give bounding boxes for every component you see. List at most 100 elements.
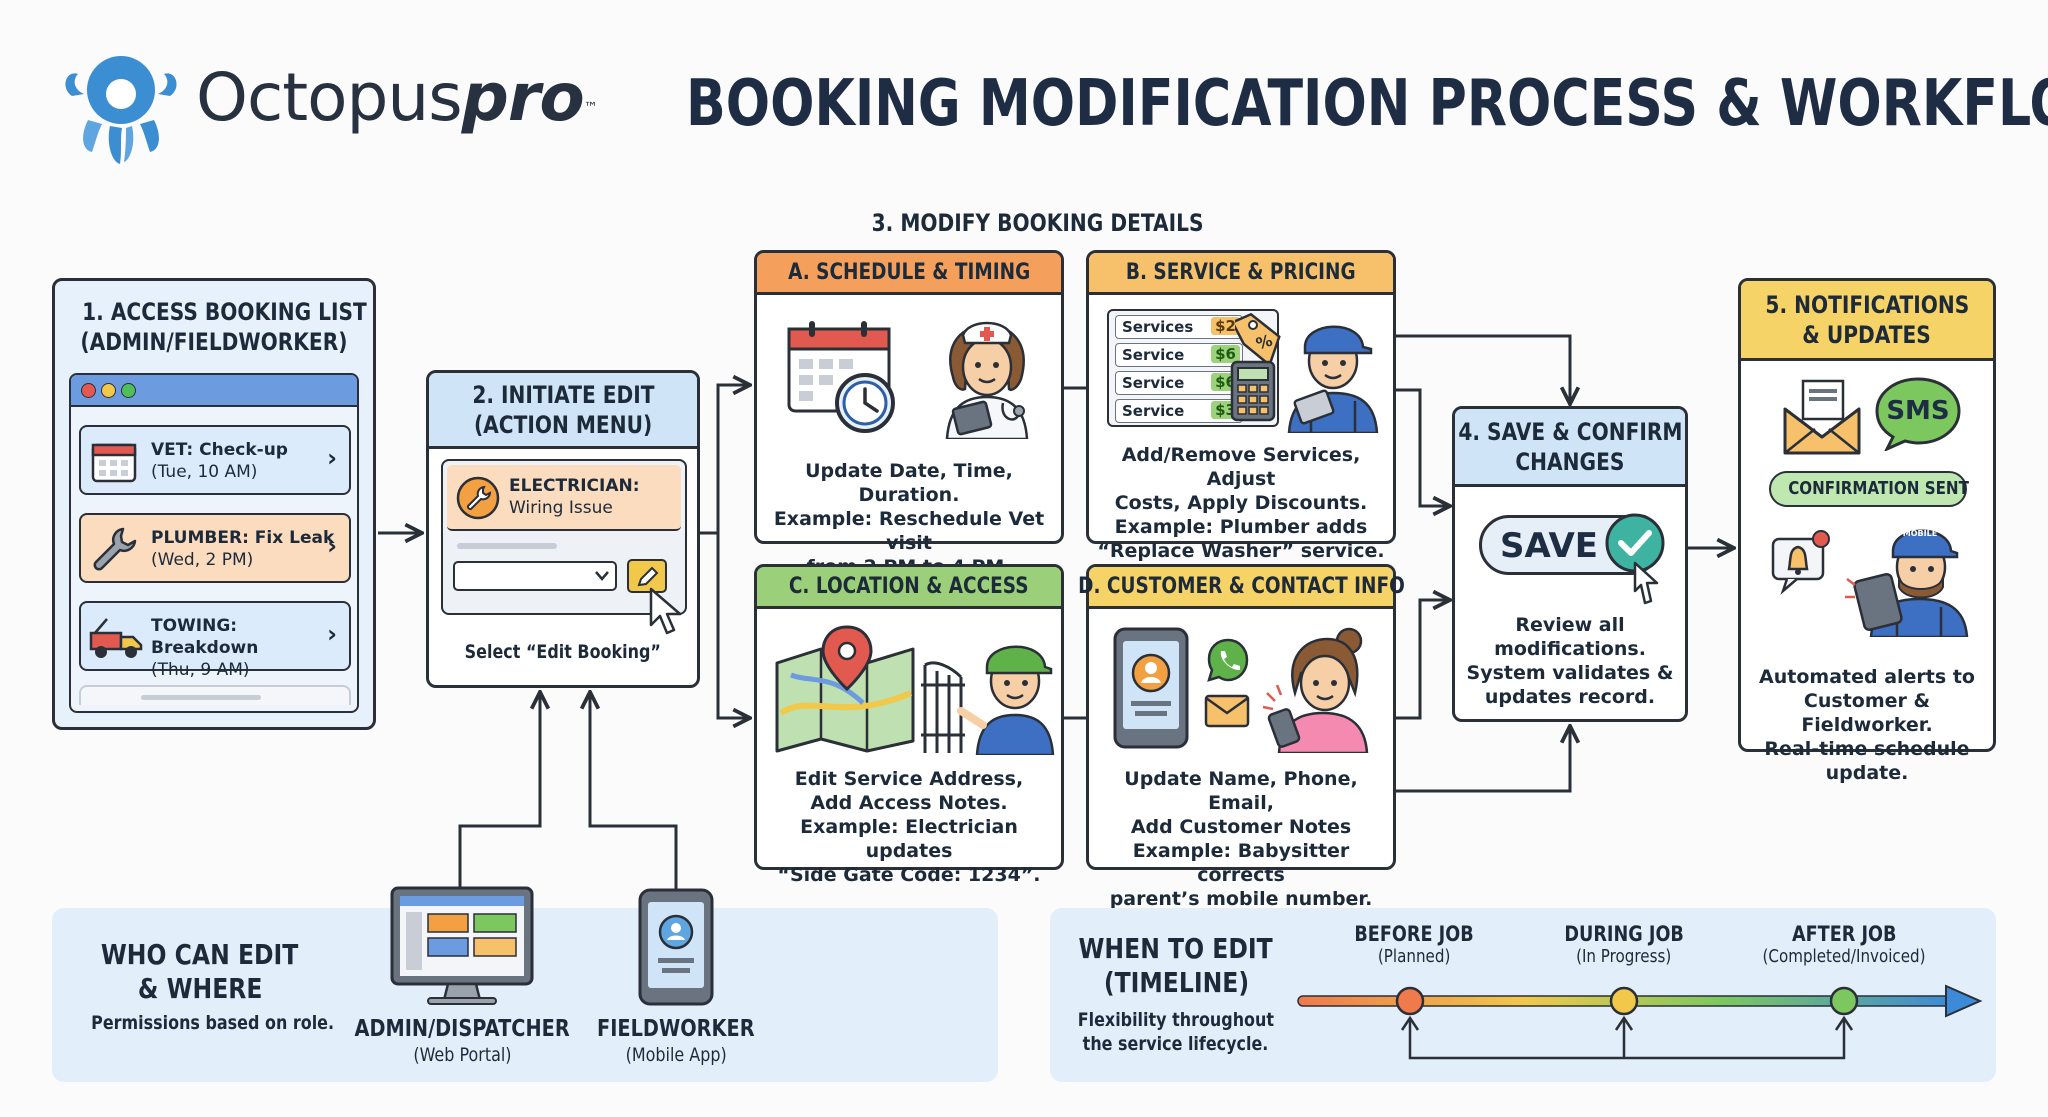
brand-main-text: Octopus bbox=[196, 59, 463, 136]
step3d-description: Update Name, Phone, Email, Add Customer … bbox=[1109, 768, 1373, 910]
chevron-right-icon: › bbox=[327, 532, 337, 560]
service-row[interactable]: Services$2 bbox=[1115, 315, 1243, 339]
step3a-description: Update Date, Time, Duration. Example: Re… bbox=[773, 460, 1045, 578]
service-price-list: Services$2 Service$6 Service$6 Service$3 bbox=[1107, 309, 1279, 427]
phase-after-job: AFTER JOB (Completed/Invoiced) bbox=[1762, 922, 1926, 967]
booking-plumber-time: (Wed, 2 PM) bbox=[151, 550, 254, 570]
price-tag-icon: % bbox=[1235, 312, 1281, 368]
action-menu-panel: ELECTRICIAN: Wiring Issue bbox=[441, 459, 687, 615]
step3b-card: B. SERVICE & PRICING Services$2 Service$… bbox=[1086, 250, 1396, 562]
desktop-monitor-icon bbox=[390, 886, 534, 1005]
mobile-phone-icon bbox=[638, 888, 714, 1006]
edit-booking-button[interactable] bbox=[627, 559, 667, 593]
page-title: BOOKING MODIFICATION PROCESS & WORKFLOW bbox=[686, 67, 2048, 141]
calendar-icon bbox=[91, 443, 137, 483]
calculator-icon bbox=[1230, 360, 1276, 422]
window-minimize-dot[interactable] bbox=[101, 383, 116, 398]
pencil-icon bbox=[637, 566, 659, 587]
step4-card: 4. SAVE & CONFIRM CHANGES SAVE Review al… bbox=[1452, 406, 1688, 722]
bell-alert-icon bbox=[1771, 530, 1830, 595]
when-to-edit-panel: WHEN TO EDIT (TIMELINE) Flexibility thro… bbox=[1050, 908, 1996, 1082]
brand-bold-text: pro bbox=[461, 59, 585, 136]
action-dropdown[interactable] bbox=[453, 561, 617, 591]
chevron-down-icon bbox=[595, 571, 609, 581]
who-subtitle: Permissions based on role. bbox=[91, 1012, 335, 1034]
arrow-fieldworker-to-step2 bbox=[590, 694, 678, 892]
booking-item-partial bbox=[79, 685, 351, 705]
octopus-logo-icon bbox=[65, 56, 177, 164]
step3b-description: Add/Remove Services, Adjust Costs, Apply… bbox=[1097, 444, 1385, 562]
phase-during-job: DURING JOB (In Progress) bbox=[1564, 922, 1684, 967]
booking-item-plumber[interactable]: PLUMBER: Fix Leak(Wed, 2 PM) › bbox=[79, 513, 351, 583]
timeline-bracket bbox=[1408, 1020, 1846, 1060]
window-close-dot[interactable] bbox=[81, 383, 96, 398]
step3-section-title: 3. MODIFY BOOKING DETAILS bbox=[871, 209, 1204, 237]
step3c-title: C. LOCATION & ACCESS bbox=[757, 567, 1061, 609]
booking-towing-time: (Thu, 9 AM) bbox=[151, 660, 250, 680]
confirmation-sent-badge: CONFIRMATION SENT bbox=[1769, 471, 1969, 507]
step2-caption: Select “Edit Booking” bbox=[464, 641, 662, 663]
admin-role-label: ADMIN/DISPATCHER (Web Portal) bbox=[354, 1016, 570, 1066]
babysitter-illustration bbox=[1262, 627, 1369, 753]
job-electrician-title: ELECTRICIAN: bbox=[509, 476, 640, 496]
chevron-right-icon: › bbox=[327, 620, 337, 648]
step3a-title: A. SCHEDULE & TIMING bbox=[757, 253, 1061, 295]
timeline-arrowhead bbox=[1945, 984, 1983, 1018]
window-titlebar bbox=[71, 375, 357, 407]
vet-doctor-illustration bbox=[945, 321, 1029, 439]
booking-plumber-title: PLUMBER: Fix Leak bbox=[151, 528, 335, 548]
when-subtitle: Flexibility throughout the service lifec… bbox=[1077, 1009, 1275, 1055]
contact-phone-icon bbox=[1113, 627, 1189, 749]
arrow-step2-to-a bbox=[700, 385, 748, 535]
booking-item-vet[interactable]: VET: Check-up(Tue, 10 AM) › bbox=[79, 425, 351, 495]
plumber-illustration bbox=[1287, 325, 1379, 433]
step4-description: Review all modifications. System validat… bbox=[1466, 614, 1674, 708]
job-electrician-row[interactable]: ELECTRICIAN: Wiring Issue bbox=[447, 465, 681, 531]
who-title: WHO CAN EDIT & WHERE bbox=[101, 938, 299, 1005]
timeline-node-after bbox=[1829, 986, 1859, 1016]
timeline-node-during bbox=[1609, 986, 1639, 1016]
lifecycle-timeline bbox=[1297, 984, 1983, 1060]
step3d-title: D. CUSTOMER & CONTACT INFO bbox=[1078, 567, 1404, 609]
wrench-circle-icon bbox=[456, 476, 500, 520]
arrow-step2-to-c bbox=[716, 533, 748, 718]
timeline-node-before bbox=[1395, 986, 1425, 1016]
chevron-right-icon: › bbox=[327, 444, 337, 472]
booking-item-towing[interactable]: TOWING: Breakdown(Thu, 9 AM) › bbox=[79, 601, 351, 680]
booking-towing-title: TOWING: Breakdown bbox=[151, 616, 259, 658]
phase-before-job: BEFORE JOB (Planned) bbox=[1354, 922, 1474, 967]
arrow-d-to-step4-bottom bbox=[1396, 728, 1570, 793]
step2-title: 2. INITIATE EDIT (ACTION MENU) bbox=[429, 373, 697, 449]
arrow-b-to-step4-side bbox=[1396, 388, 1448, 506]
sms-bubble-icon bbox=[1875, 377, 1961, 451]
step1-card: 1. ACCESS BOOKING LIST (ADMIN/FIELDWORKE… bbox=[52, 278, 376, 730]
service-row[interactable]: Service$6 bbox=[1115, 343, 1243, 367]
arrow-d-to-step4-side bbox=[1396, 600, 1448, 720]
cursor-arrow-icon bbox=[649, 587, 682, 635]
service-row[interactable]: Service$3 bbox=[1115, 399, 1243, 423]
fieldworker-role-label: FIELDWORKER (Mobile App) bbox=[597, 1016, 755, 1066]
electrician-at-gate-illustration bbox=[921, 645, 1055, 755]
envelope-icon bbox=[1204, 694, 1250, 728]
step3b-title: B. SERVICE & PRICING bbox=[1089, 253, 1393, 295]
step2-card: 2. INITIATE EDIT (ACTION MENU) ELECTRICI… bbox=[426, 370, 700, 688]
chat-phone-icon bbox=[1207, 638, 1249, 682]
step3a-card: A. SCHEDULE & TIMING Update Date, Time, … bbox=[754, 250, 1064, 578]
service-row[interactable]: Service$6 bbox=[1115, 371, 1243, 395]
brand-wordmark: Octopuspro™ bbox=[196, 58, 598, 138]
page-title-wrap: BOOKING MODIFICATION PROCESS & WORKFLOW bbox=[686, 62, 2048, 146]
job-electrician-issue: Wiring Issue bbox=[509, 498, 613, 518]
brand-trademark: ™ bbox=[583, 100, 598, 116]
step5-title: 5. NOTIFICATIONS & UPDATES bbox=[1741, 281, 1993, 361]
step5-card: 5. NOTIFICATIONS & UPDATES SMS CONFIRMAT… bbox=[1738, 278, 1996, 784]
calendar-clock-icon bbox=[787, 321, 895, 433]
step3c-card: C. LOCATION & ACCESS Edit Service Addres… bbox=[754, 564, 1064, 886]
tow-truck-icon bbox=[89, 618, 143, 658]
check-tap-icon bbox=[1605, 513, 1665, 605]
sms-label: SMS bbox=[1886, 396, 1950, 426]
booking-vet-time: (Tue, 10 AM) bbox=[151, 462, 258, 482]
step3d-card: D. CUSTOMER & CONTACT INFO Update Name, … bbox=[1078, 564, 1404, 910]
window-maximize-dot[interactable] bbox=[121, 383, 136, 398]
svg-text:%: % bbox=[1254, 331, 1275, 354]
